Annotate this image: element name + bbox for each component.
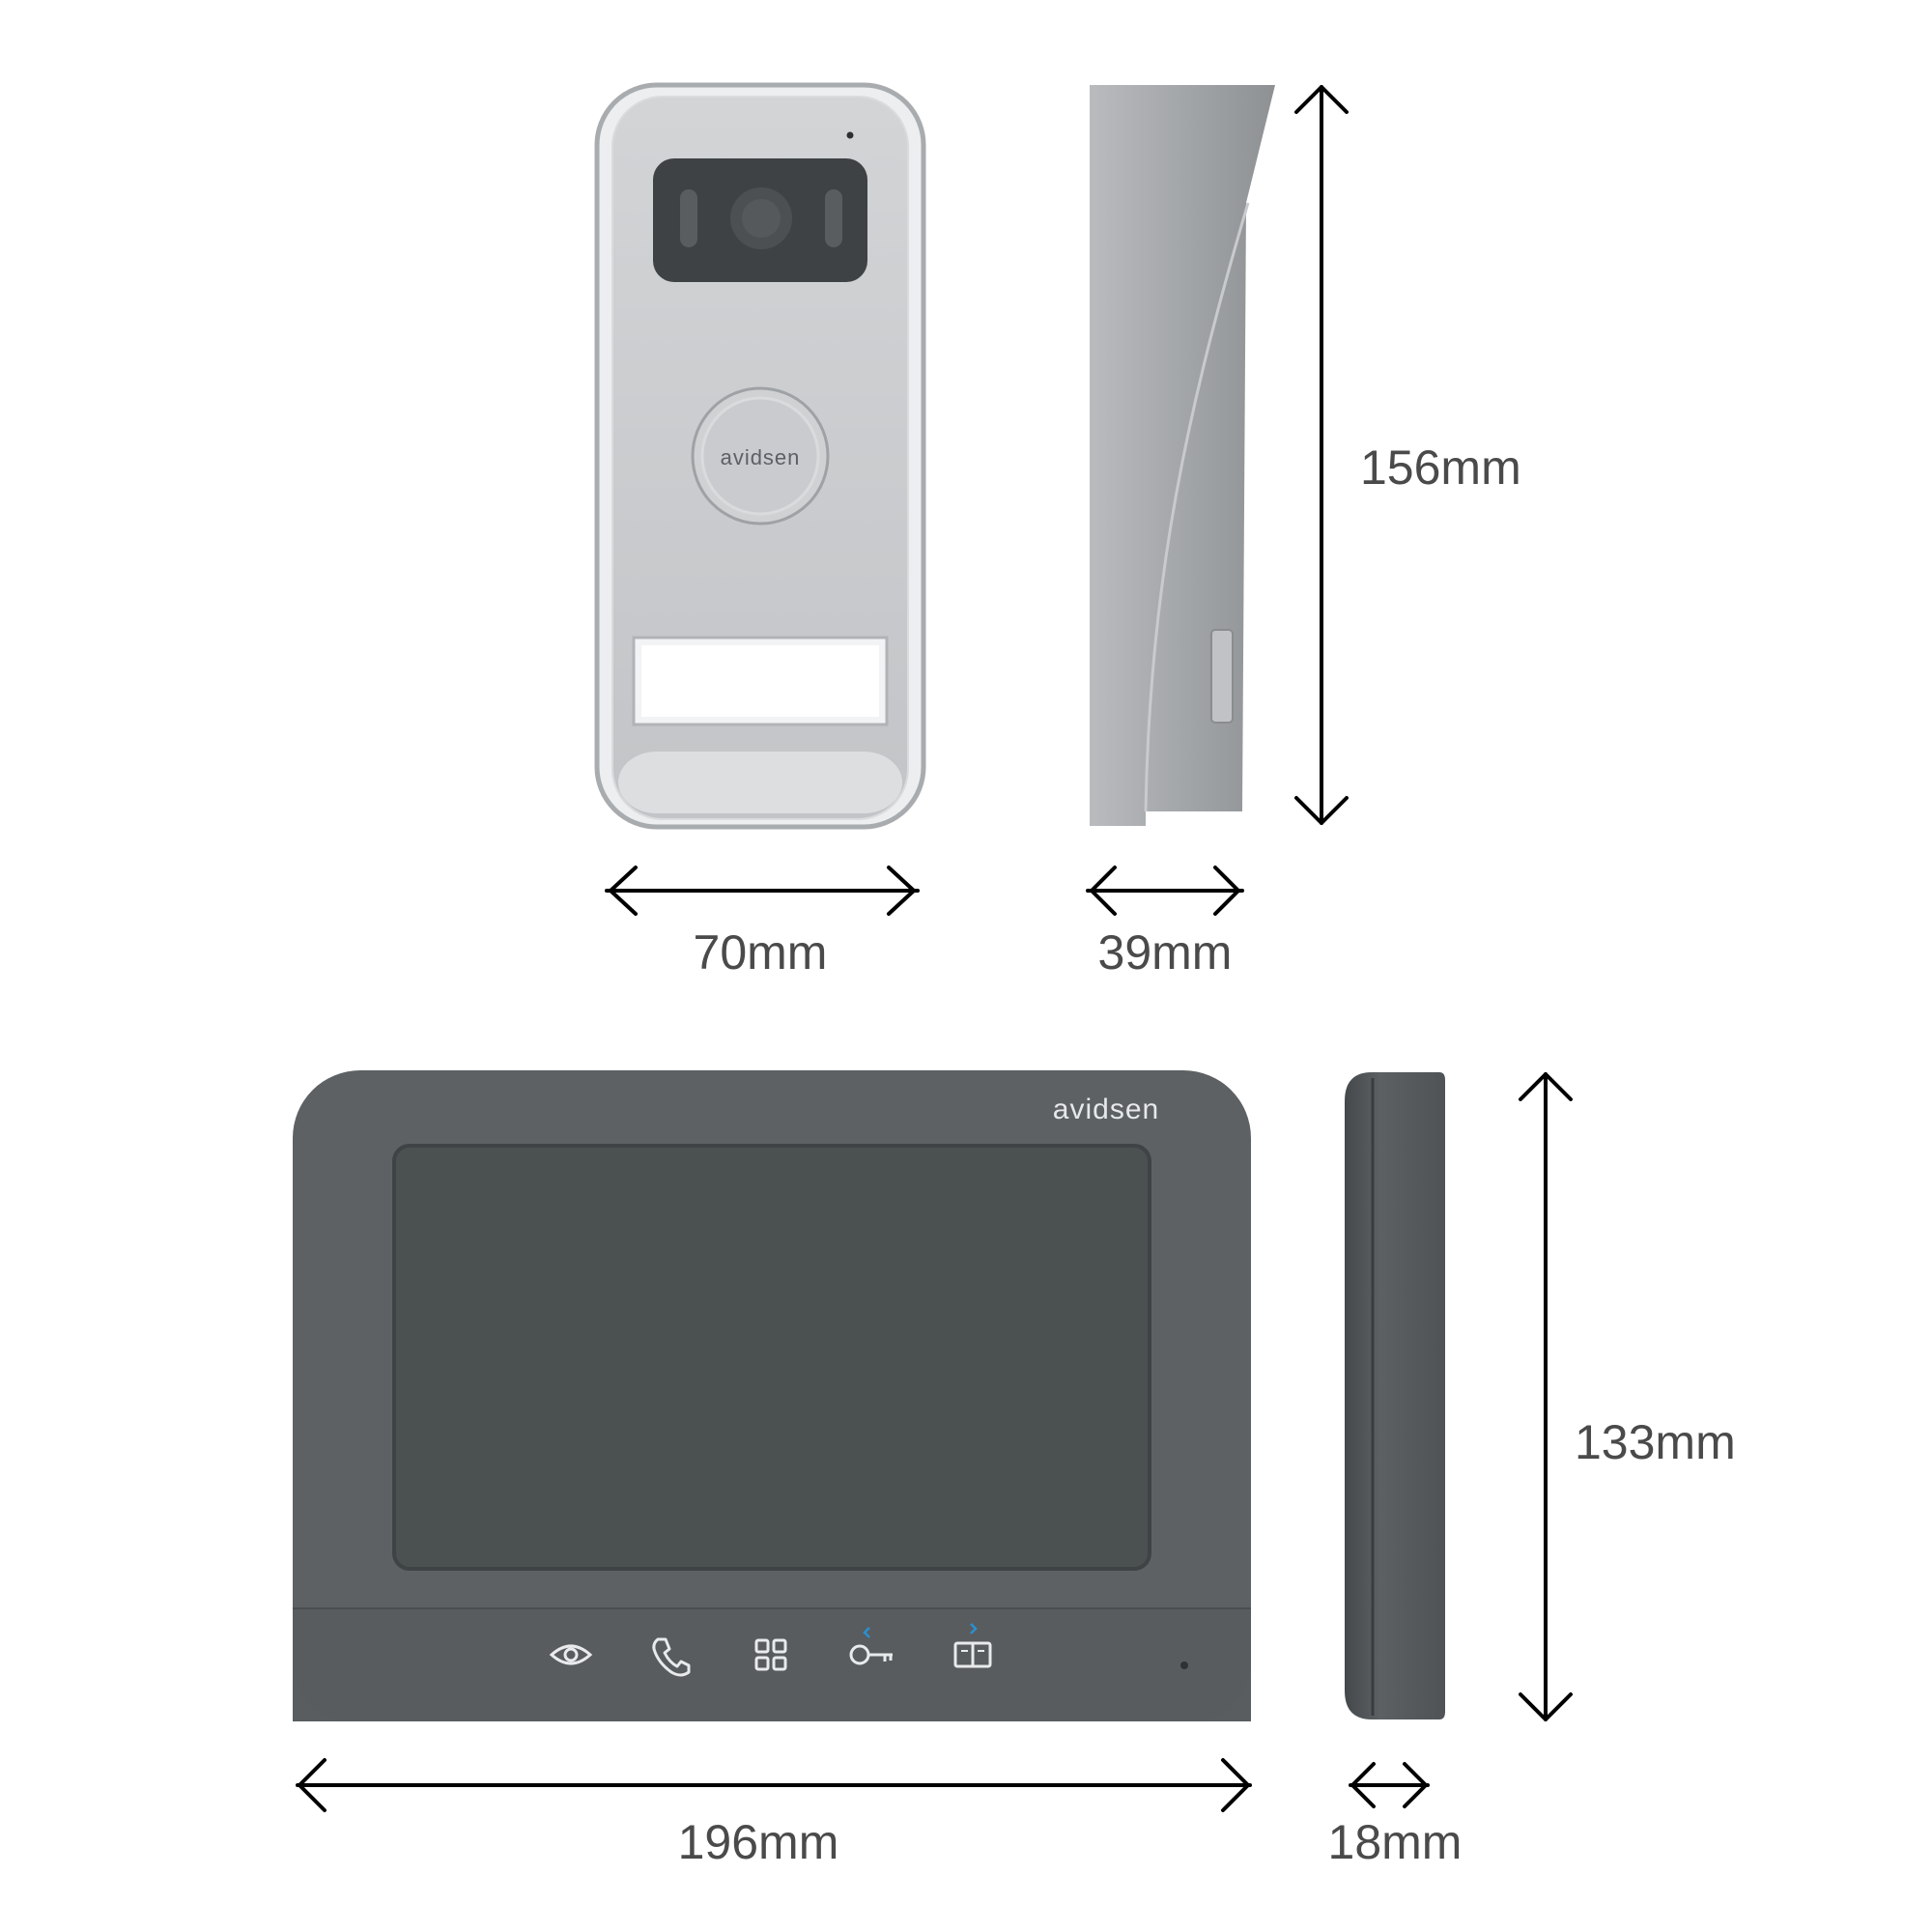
key-icon[interactable]: [849, 1627, 893, 1665]
dimension-arrows: [296, 85, 1573, 1812]
doorbell-depth-arrow: [1086, 866, 1244, 916]
monitor-microphone: [1180, 1662, 1188, 1669]
monitor-screen: [392, 1144, 1151, 1571]
chevron-left-icon: [863, 1627, 870, 1638]
ir-led-right: [825, 189, 842, 247]
doorbell-side-view: [1090, 85, 1275, 826]
monitor-brand-logo: avidsen: [1053, 1094, 1159, 1125]
microphone-hole: [846, 131, 854, 139]
monitor-button-bar: [293, 1608, 1251, 1721]
eye-icon[interactable]: [549, 1644, 593, 1665]
gate-icon[interactable]: [953, 1623, 992, 1668]
monitor-depth-label: 18mm: [1328, 1815, 1463, 1869]
doorbell-depth-label: 39mm: [1098, 925, 1233, 980]
doorbell-brand-logo: avidsen: [721, 445, 801, 469]
doorbell-height-label: 156mm: [1360, 440, 1521, 495]
monitor-depth-arrow: [1349, 1762, 1430, 1808]
monitor-side-view: [1345, 1072, 1445, 1719]
doorbell-bottom-strip: [618, 752, 902, 813]
ir-led-left: [680, 189, 697, 247]
doorbell-width-label: 70mm: [694, 925, 828, 980]
monitor-height-arrow: [1519, 1072, 1573, 1721]
side-connector: [1210, 629, 1234, 724]
monitor-width-label: 196mm: [678, 1815, 839, 1869]
monitor-height-label: 133mm: [1575, 1415, 1736, 1469]
doorbell-width-arrow: [605, 866, 920, 916]
doorbell-front-view: avidsen: [594, 82, 926, 830]
monitor-front-view: avidsen: [293, 1070, 1251, 1721]
monitor-width-arrow: [296, 1758, 1252, 1812]
doorbell-height-arrow: [1294, 85, 1349, 825]
menu-grid-icon[interactable]: [754, 1638, 787, 1671]
chevron-right-icon: [970, 1623, 978, 1634]
phone-icon[interactable]: [652, 1637, 691, 1677]
monitor-side-body: [1345, 1072, 1445, 1719]
